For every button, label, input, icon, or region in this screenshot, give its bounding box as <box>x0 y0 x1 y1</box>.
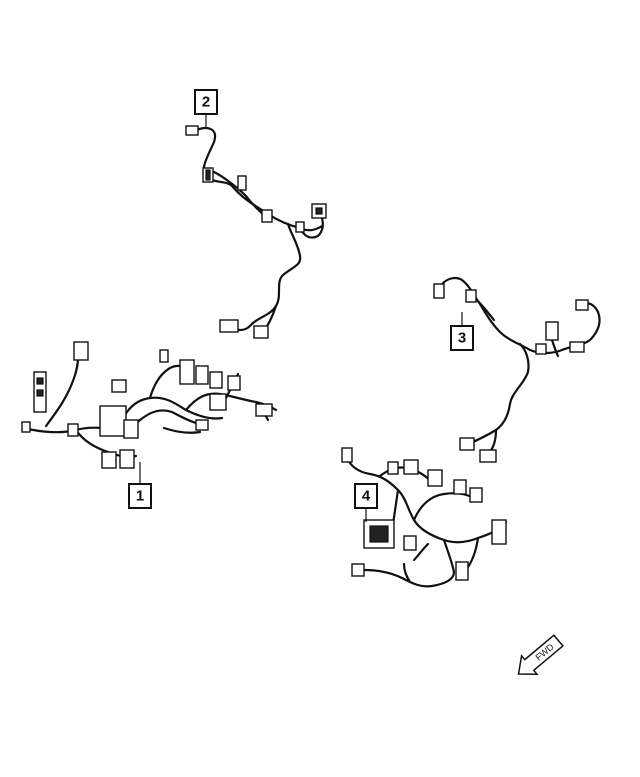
harness-1 <box>21 341 278 469</box>
callout-3-label: 3 <box>458 330 466 347</box>
callout-2: 2 <box>194 89 218 115</box>
callout-1: 1 <box>128 483 152 509</box>
callout-4: 4 <box>354 483 378 509</box>
forward-arrow-icon: FWD <box>517 634 564 675</box>
callout-2-label: 2 <box>202 94 210 111</box>
harness-3 <box>433 277 601 463</box>
callout-4-label: 4 <box>362 488 371 505</box>
harness-4 <box>341 447 508 588</box>
harness-2 <box>185 125 327 339</box>
callout-1-label: 1 <box>136 488 144 505</box>
callout-3: 3 <box>450 325 474 351</box>
